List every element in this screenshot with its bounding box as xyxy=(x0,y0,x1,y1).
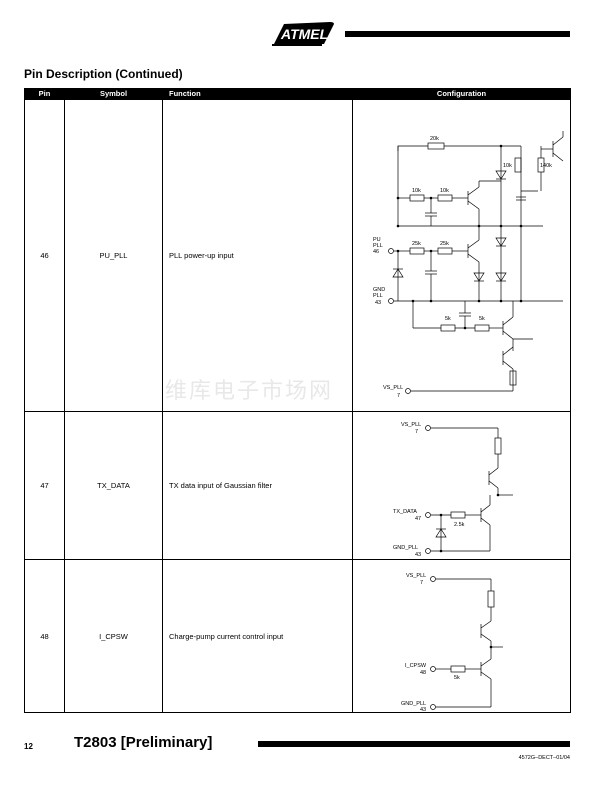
function-cell: Charge-pump current control input xyxy=(162,559,353,713)
table-row: 48 I_CPSW Charge-pump current control in… xyxy=(24,559,571,713)
symbol-cell: I_CPSW xyxy=(64,559,163,713)
section-title: Pin Description (Continued) xyxy=(24,67,183,81)
label-gnd-2: PLL xyxy=(373,293,383,299)
label-r-25k-b: 25k xyxy=(440,241,449,247)
header-pin: Pin xyxy=(24,88,65,100)
table-row: 47 TX_DATA TX data input of Gaussian fil… xyxy=(24,411,571,560)
label-gnd-1: GND_PLL xyxy=(393,545,418,551)
header-rule xyxy=(345,31,570,37)
label-in-2: 48 xyxy=(420,670,426,676)
configuration-cell: VS_PLL 7 2.5k TX_DATA 47 xyxy=(352,411,571,560)
pin-cell: 47 xyxy=(24,411,65,560)
label-vs-2: 7 xyxy=(420,580,423,586)
label-r: 5k xyxy=(454,675,460,681)
atmel-logo: ATMEL xyxy=(272,22,334,46)
symbol-cell: PU_PLL xyxy=(64,99,163,412)
label-gnd-1: GND_PLL xyxy=(401,701,426,707)
label-r-25k-a: 25k xyxy=(412,241,421,247)
header-symbol: Symbol xyxy=(64,88,163,100)
label-vs-2: 7 xyxy=(397,393,400,399)
pin-description-table: Pin Symbol Function Configuration 46 PU_… xyxy=(24,88,571,713)
document-code: 4572G–DECT–01/04 xyxy=(518,755,570,761)
label-in-1: I_CPSW xyxy=(405,663,427,669)
function-cell: PLL power-up input xyxy=(162,99,353,412)
label-vs-2: 7 xyxy=(415,429,418,435)
label-vs-1: VS_PLL xyxy=(406,573,426,579)
logo-text: ATMEL xyxy=(280,26,328,42)
label-gnd-1: GND xyxy=(373,287,385,293)
pin-cell: 46 xyxy=(24,99,65,412)
label-r: 2.5k xyxy=(454,522,465,528)
label-gnd-3: 43 xyxy=(375,300,381,306)
label-vs-1: VS_PLL xyxy=(383,385,403,391)
label-r-20k: 20k xyxy=(430,136,439,142)
label-pu-2: PLL xyxy=(373,243,383,249)
configuration-cell: 20k 10k 10k xyxy=(352,99,571,412)
label-vs-1: VS_PLL xyxy=(401,422,421,428)
label-pu-3: 46 xyxy=(373,249,379,255)
label-pu-1: PU xyxy=(373,237,381,243)
label-r-10k-a: 10k xyxy=(412,188,421,194)
pu-pll-circuit-diagram: 20k 10k 10k xyxy=(373,130,564,399)
watermark: 维库电子市场网 xyxy=(165,379,334,404)
tx-data-circuit-diagram: VS_PLL 7 2.5k TX_DATA 47 xyxy=(393,422,513,558)
label-r-10k-b: 10k xyxy=(440,188,449,194)
configuration-cell: VS_PLL 7 5k I_CPSW 48 xyxy=(352,559,571,713)
label-r-140k: 140k xyxy=(540,163,552,169)
label-r-5k-b: 5k xyxy=(479,316,485,322)
label-gnd-2: 43 xyxy=(415,552,421,558)
document-title: T2803 [Preliminary] xyxy=(74,734,213,751)
function-cell: TX data input of Gaussian filter xyxy=(162,411,353,560)
label-r-10k-c: 10k xyxy=(503,163,512,169)
table-header-row: Pin Symbol Function Configuration xyxy=(24,88,571,100)
table-row: 46 PU_PLL PLL power-up input 20k xyxy=(24,99,571,412)
label-gnd-2: 43 xyxy=(420,707,426,712)
page-number: 12 xyxy=(24,742,33,751)
footer-rule xyxy=(258,741,570,747)
label-tx-1: TX_DATA xyxy=(393,509,417,515)
label-r-5k-a: 5k xyxy=(445,316,451,322)
header-function: Function xyxy=(162,88,353,100)
pin-cell: 48 xyxy=(24,559,65,713)
i-cpsw-circuit-diagram: VS_PLL 7 5k I_CPSW 48 xyxy=(401,573,503,712)
symbol-cell: TX_DATA xyxy=(64,411,163,560)
header-configuration: Configuration xyxy=(352,88,571,100)
label-tx-2: 47 xyxy=(415,516,421,522)
